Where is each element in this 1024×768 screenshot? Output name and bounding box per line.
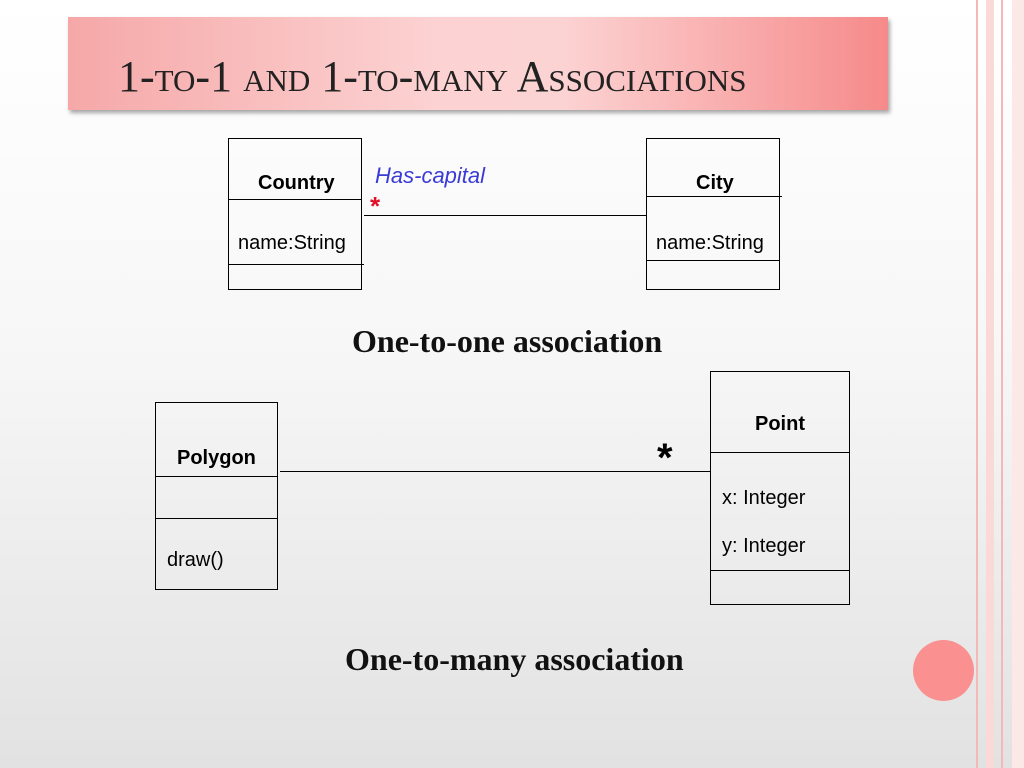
decor-stripe [986, 0, 994, 768]
compartment-divider [646, 196, 782, 197]
class-name-country: Country [258, 172, 335, 194]
multiplicity-marker: * [657, 436, 673, 480]
decor-stripe [1012, 0, 1024, 768]
class-name-point: Point [755, 413, 805, 435]
decor-stripe [1001, 0, 1003, 768]
association-line [364, 215, 646, 216]
slide-title: 1-to-1 and 1-to-many Associations [118, 52, 747, 101]
class-box-country [228, 138, 362, 290]
compartment-divider [228, 199, 362, 200]
attribute-city-name: name:String [656, 232, 764, 254]
class-name-city: City [696, 172, 734, 194]
compartment-divider [228, 264, 364, 265]
title-banner: 1-to-1 and 1-to-many Associations [68, 17, 888, 110]
accent-circle [913, 640, 974, 701]
class-box-point [710, 371, 850, 605]
attribute-point-y: y: Integer [722, 535, 806, 557]
compartment-divider [710, 570, 850, 571]
decor-stripe [976, 0, 978, 768]
class-box-polygon [155, 402, 278, 590]
compartment-divider [155, 476, 278, 477]
association-label: Has-capital [375, 163, 486, 188]
caption-one-to-one: One-to-one association [352, 323, 663, 359]
class-box-city [646, 138, 780, 290]
multiplicity-marker: * [370, 191, 381, 221]
compartment-divider [646, 260, 780, 261]
association-line [280, 471, 710, 472]
attribute-point-x: x: Integer [722, 487, 806, 509]
compartment-divider [710, 452, 850, 453]
caption-one-to-many: One-to-many association [345, 641, 684, 677]
compartment-divider [155, 518, 278, 519]
attribute-country-name: name:String [238, 232, 346, 254]
class-name-polygon: Polygon [177, 447, 256, 469]
method-polygon-draw: draw() [167, 549, 224, 571]
